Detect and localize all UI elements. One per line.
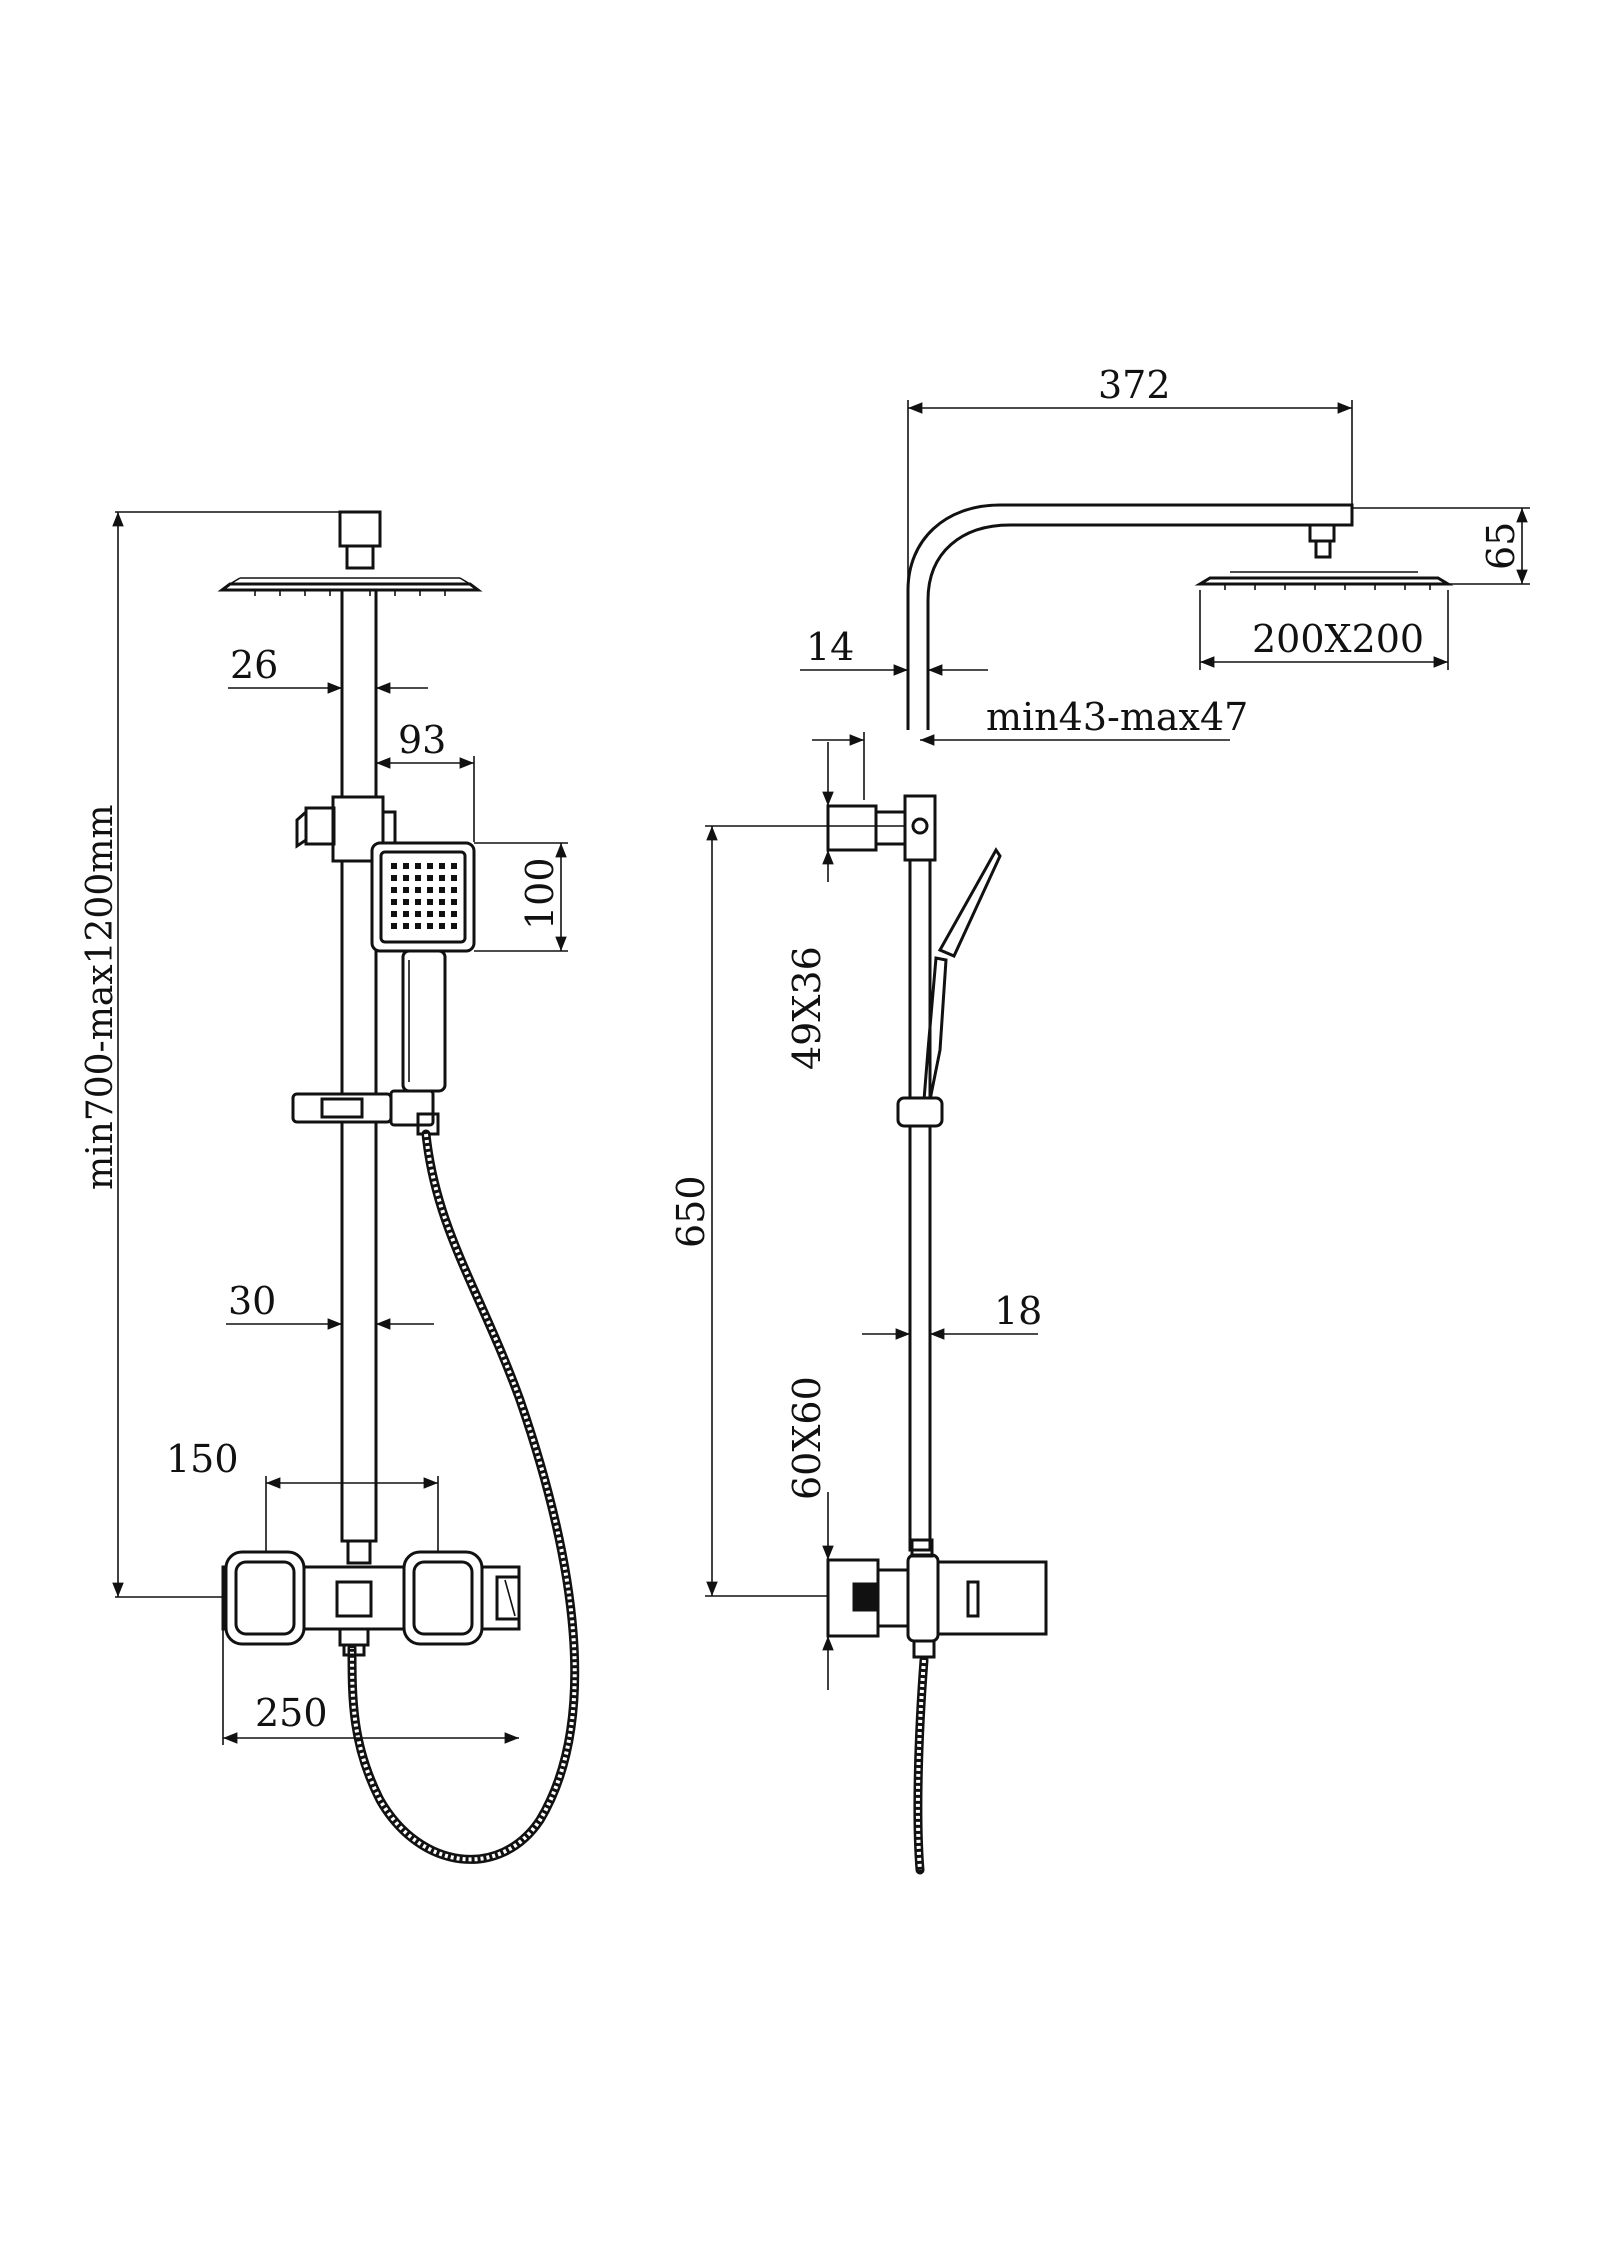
dim-200x200-label: 200X200 — [1252, 617, 1424, 661]
nozzle — [439, 887, 445, 893]
nozzle — [415, 863, 421, 869]
side-holder — [896, 1096, 944, 1128]
nozzle — [391, 863, 397, 869]
side-overhead-head — [1194, 523, 1454, 590]
shower-hose — [347, 1129, 580, 1864]
nozzle — [415, 887, 421, 893]
dim-650-label: 650 — [669, 1175, 713, 1248]
side-view: 372 65 200X200 14 — [669, 363, 1530, 1875]
nozzle — [391, 875, 397, 881]
dim-60x60-label: 60X60 — [785, 1376, 829, 1500]
nozzle — [403, 911, 409, 917]
nozzle — [451, 899, 457, 905]
nozzle — [415, 875, 421, 881]
nozzle — [439, 899, 445, 905]
dim-372-label: 372 — [1098, 363, 1171, 407]
overhead-shower-head — [217, 510, 483, 596]
nozzle — [451, 875, 457, 881]
side-mixer — [826, 1538, 1048, 1659]
nozzle — [439, 875, 445, 881]
nozzle — [427, 887, 433, 893]
hand-shower-head — [370, 841, 476, 1093]
mixer-body — [221, 1550, 521, 1657]
shower-arm — [906, 503, 1354, 730]
nozzle — [439, 911, 445, 917]
nozzle — [451, 863, 457, 869]
nozzle — [391, 899, 397, 905]
front-view: min700-max1200mm 26 — [80, 510, 580, 1864]
nozzle — [427, 863, 433, 869]
dim-18-label: 18 — [994, 1289, 1042, 1333]
side-hand-shower — [922, 847, 1002, 1102]
nozzle — [451, 887, 457, 893]
upper-pipe — [340, 588, 378, 802]
riser-pipe — [340, 859, 378, 1543]
dim-14-label: 14 — [806, 625, 854, 669]
hand-shower-nozzles — [391, 863, 457, 929]
nozzle — [403, 875, 409, 881]
dim-49x36-label: 49X36 — [785, 946, 829, 1070]
nozzle — [415, 923, 421, 929]
nozzle — [415, 911, 421, 917]
nozzle — [451, 911, 457, 917]
nozzle — [391, 887, 397, 893]
nozzle — [391, 923, 397, 929]
nozzle — [451, 923, 457, 929]
nozzle — [403, 863, 409, 869]
nozzle — [427, 875, 433, 881]
side-rail — [908, 858, 932, 1552]
height-range-label: min700-max1200mm — [80, 804, 121, 1190]
dim-26-label: 26 — [230, 643, 278, 687]
nozzle — [427, 911, 433, 917]
handset-holder — [291, 1089, 440, 1136]
nozzle — [403, 923, 409, 929]
dim-wall-label: min43-max47 — [986, 695, 1248, 739]
dim-30-label: 30 — [228, 1279, 276, 1323]
dim-150-label: 150 — [166, 1437, 239, 1481]
riser-foot — [346, 1539, 372, 1565]
nozzle — [403, 887, 409, 893]
nozzle — [403, 899, 409, 905]
dim-65-label: 65 — [1479, 522, 1523, 570]
nozzle — [427, 923, 433, 929]
dim-250-label: 250 — [255, 1691, 328, 1735]
nozzle — [439, 923, 445, 929]
nozzle — [391, 911, 397, 917]
dim-100-label: 100 — [518, 857, 562, 930]
nozzle — [439, 863, 445, 869]
nozzle — [427, 899, 433, 905]
side-upper-bracket — [826, 794, 937, 862]
dim-93-label: 93 — [398, 718, 446, 762]
nozzle — [415, 899, 421, 905]
